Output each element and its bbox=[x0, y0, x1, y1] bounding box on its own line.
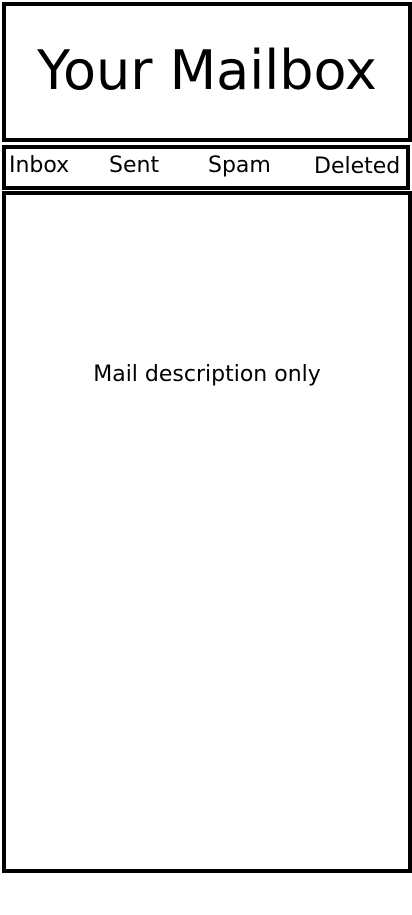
mailbox-tabs: Inbox Sent Spam Deleted bbox=[2, 145, 410, 190]
page-title: Your Mailbox bbox=[37, 39, 377, 102]
tab-deleted[interactable]: Deleted bbox=[314, 154, 401, 179]
header: Your Mailbox bbox=[2, 2, 412, 142]
tab-inbox[interactable]: Inbox bbox=[9, 153, 70, 178]
tab-spam[interactable]: Spam bbox=[208, 153, 271, 178]
mail-content-panel: Mail description only bbox=[2, 191, 412, 873]
tab-sent[interactable]: Sent bbox=[109, 153, 160, 178]
mail-description: Mail description only bbox=[93, 362, 321, 387]
